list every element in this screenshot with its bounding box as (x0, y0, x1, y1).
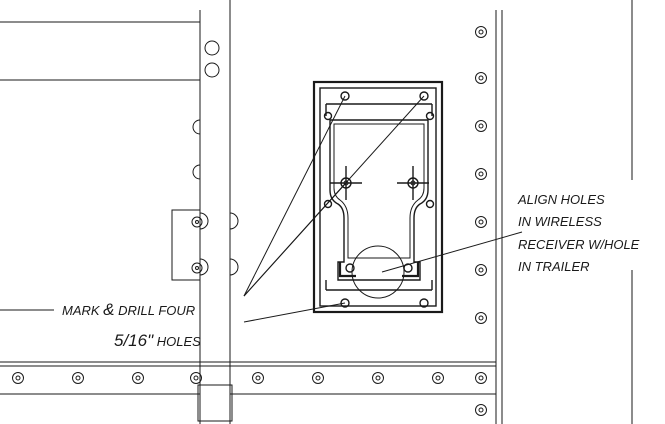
align-leader (381, 231, 523, 273)
rivet (372, 372, 384, 384)
align-line4: IN TRAILER (518, 259, 590, 274)
rivet (72, 372, 84, 384)
align-line1: ALIGN HOLES (517, 192, 605, 207)
left-frame (0, 0, 239, 424)
mark-drill-callout: MARK & DRILL FOUR 5/16" HOLES (62, 300, 201, 350)
rivet (475, 404, 487, 416)
rivet (252, 372, 264, 384)
right-rivets (475, 26, 487, 416)
rivet (432, 372, 444, 384)
rivet (132, 372, 144, 384)
bottom-frame (0, 361, 496, 422)
rivet (475, 372, 487, 384)
rivet (475, 26, 487, 38)
rivet (475, 264, 487, 276)
rivet (12, 372, 24, 384)
mark-drill-leaders (0, 95, 425, 323)
rivet (475, 72, 487, 84)
mark-drill-line2: 5/16" HOLES (114, 331, 201, 350)
rivet (475, 216, 487, 228)
rivet (190, 372, 202, 384)
right-frame (495, 0, 633, 424)
crosshair-boss-right (397, 166, 429, 200)
bottom-rivets (12, 372, 444, 384)
rivet (475, 168, 487, 180)
wireless-receiver (312, 80, 444, 314)
align-callout: ALIGN HOLES IN WIRELESS RECEIVER W/HOLE … (517, 192, 640, 274)
align-line3: RECEIVER W/HOLE (518, 237, 640, 252)
rivet (475, 312, 487, 324)
rivet (475, 120, 487, 132)
align-line2: IN WIRELESS (518, 214, 602, 229)
mark-drill-line1: MARK & DRILL FOUR (62, 300, 195, 319)
rivet (312, 372, 324, 384)
